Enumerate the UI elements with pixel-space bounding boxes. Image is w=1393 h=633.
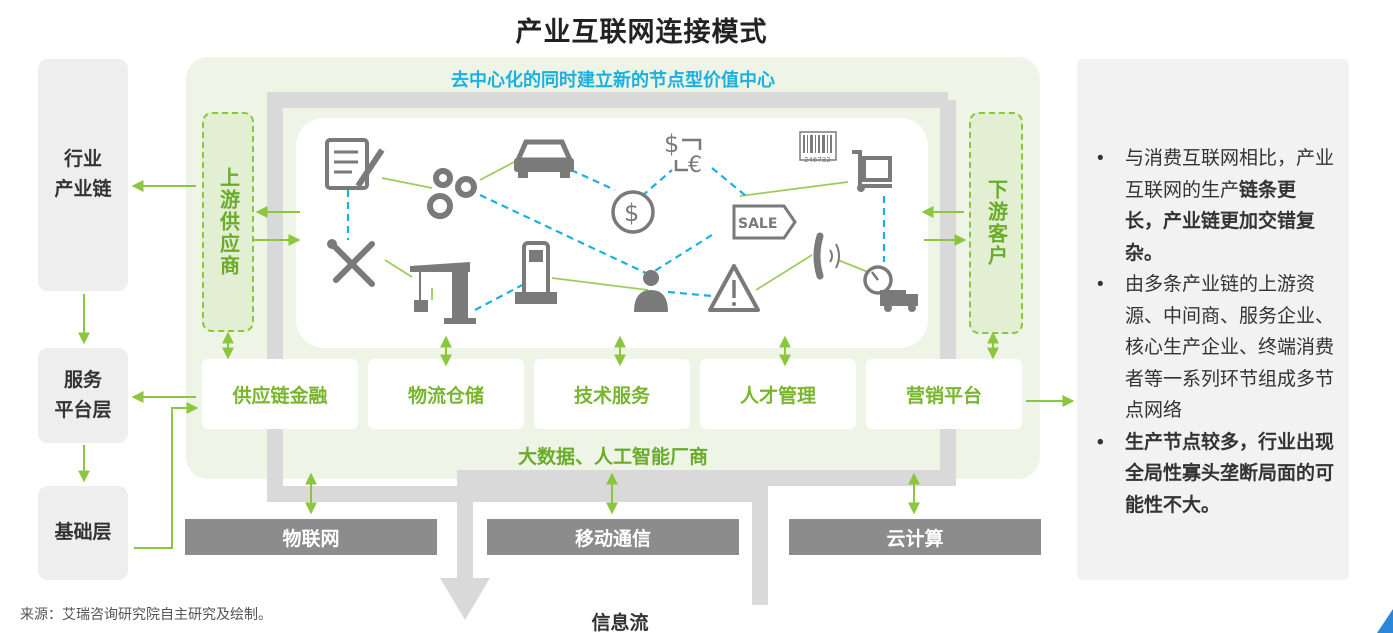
module-technical-services: 技术服务 — [534, 359, 690, 429]
bullet-item: • 由多条产业链的上游资源、中间商、服务企业、核心生产企业、终端消费者等一系列环节… — [1094, 269, 1334, 427]
bullet-dot: • — [1097, 274, 1104, 295]
layer-service-platform-label: 服务 平台层 — [54, 369, 112, 421]
infra-mobile-communication: 移动通信 — [487, 519, 739, 555]
sale-tag-icon: SALE — [732, 204, 797, 240]
bullet-plain-text: 由多条产业链的上游资源、中间商、服务企业、核心生产企业、终端消费者等一系列环节组… — [1125, 274, 1335, 421]
crane-icon — [410, 262, 476, 324]
layer-industry-chain-label: 行业 产业链 — [54, 149, 112, 200]
phone-icon — [515, 241, 557, 304]
infra-cloud-computing: 云计算 — [789, 519, 1041, 555]
summary-panel — [1077, 59, 1349, 580]
module-talent-management: 人才管理 — [700, 359, 856, 429]
layer-service-platform: 服务 平台层 — [38, 348, 128, 443]
telephone-icon — [813, 232, 840, 280]
svg-text:€: € — [688, 153, 702, 178]
bigdata-ai-vendors-label: 大数据、人工智能厂商 — [517, 447, 708, 468]
upstream-supplier-label: 上游供应商 — [216, 167, 239, 277]
arrow-foundation-to-modules — [134, 402, 199, 549]
page-title: 产业互联网连接模式 — [515, 17, 768, 47]
car-icon — [514, 139, 574, 178]
module-marketing-platform: 营销平台 — [866, 359, 1022, 429]
bullet-dot: • — [1097, 431, 1104, 453]
barcode-icon: 246732 — [799, 131, 837, 164]
gears-icon — [427, 168, 477, 219]
panel-subtitle: 去中心化的同时建立新的节点型价值中心 — [451, 70, 775, 90]
layer-industry-chain: 行业 产业链 — [38, 59, 128, 291]
dollar-coin-icon: $ — [611, 190, 655, 234]
currency-exchange-icon: $ € — [664, 130, 702, 178]
bullet-item: • 与消费互联网相比，产业互联网的生产链条更长，产业链更加交错复杂。 — [1094, 143, 1334, 269]
source-note: 来源：艾瑞咨询研究院自主研究及绘制。 — [20, 606, 272, 622]
layer-foundation-label: 基础层 — [54, 522, 112, 543]
sale-tag-text: SALE — [738, 216, 777, 232]
info-flow-label: 信息流 — [591, 613, 649, 633]
module-logistics-warehousing: 物流仓储 — [368, 359, 524, 429]
infra-iot: 物联网 — [185, 519, 437, 555]
downstream-customer-label: 下游客户 — [984, 179, 1007, 267]
upstream-supplier-box: 上游供应商 — [202, 112, 254, 332]
bullet-bold-text: 链条更长，产业链更加交错复杂。 — [1125, 179, 1316, 264]
warning-icon — [708, 264, 760, 312]
svg-text:$: $ — [624, 199, 639, 227]
bullet-item: • 生产节点较多，行业出现全局性寡头垄断局面的可能性不大。 — [1094, 427, 1334, 522]
corner-decoration — [1377, 609, 1393, 633]
delivery-icon — [863, 265, 918, 312]
layer-foundation: 基础层 — [38, 486, 128, 580]
summary-bullets: • 与消费互联网相比，产业互联网的生产链条更长，产业链更加交错复杂。 • 由多条产业… — [1094, 143, 1334, 521]
person-icon — [634, 270, 668, 312]
tools-icon — [327, 239, 375, 287]
hand-truck-icon — [852, 150, 892, 192]
bullet-plain-text: 与消费互联网相比，产业互联网的生产 — [1125, 148, 1335, 201]
bullet-bold-text: 生产节点较多，行业出现全局性寡头垄断局面的可能性不大。 — [1125, 431, 1335, 516]
bullet-dot: • — [1097, 148, 1104, 169]
document-icon — [325, 138, 385, 190]
svg-text:$: $ — [664, 130, 679, 158]
barcode-number: 246732 — [804, 156, 831, 164]
module-supply-chain-finance: 供应链金融 — [202, 359, 358, 429]
